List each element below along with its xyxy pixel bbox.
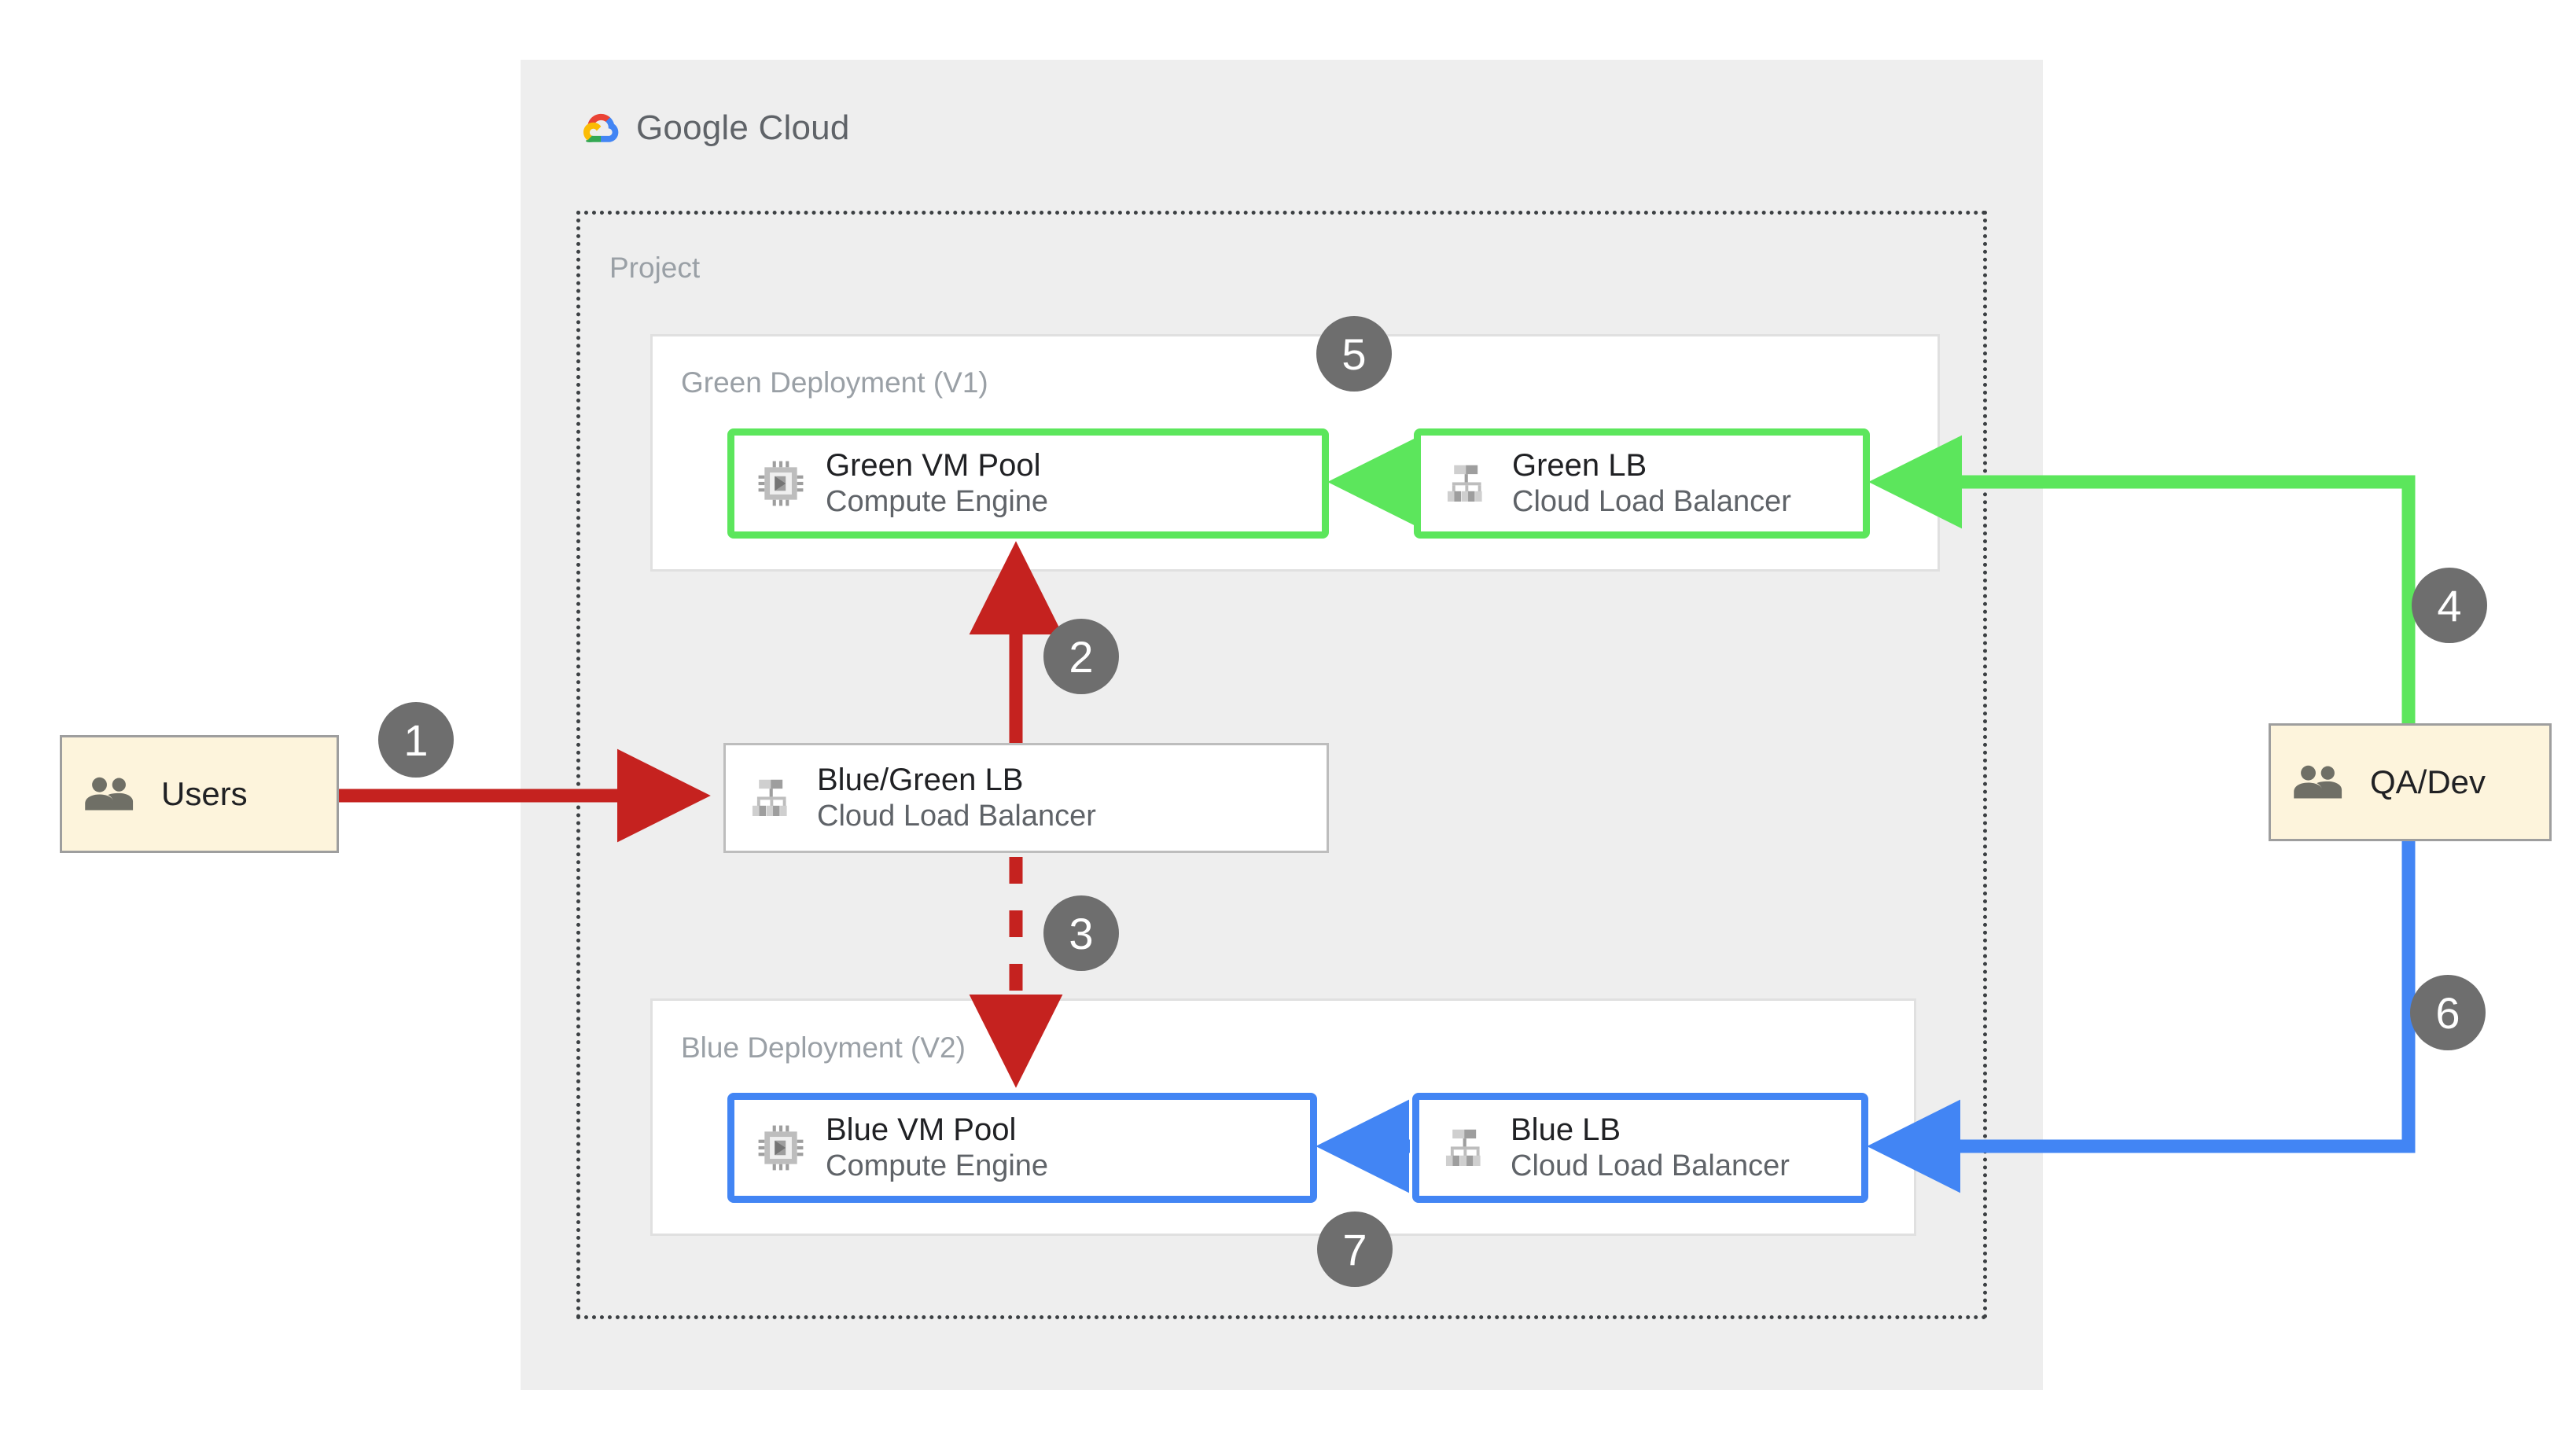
card-title: Green VM Pool [826, 447, 1041, 483]
green-deployment-label: Green Deployment (V1) [681, 366, 988, 399]
step-badge-5: 5 [1316, 316, 1392, 392]
actor-users[interactable]: Users [60, 735, 339, 853]
google-cloud-wordmark: Google Cloud [636, 108, 850, 148]
google-cloud-logo: Google Cloud [578, 108, 850, 148]
actor-label: Users [161, 775, 248, 812]
cpu-icon [758, 461, 804, 506]
card-subtitle: Cloud Load Balancer [1512, 485, 1791, 519]
step-badge-3: 3 [1043, 895, 1119, 971]
load-balancer-icon [1445, 1129, 1481, 1166]
cpu-icon [758, 1125, 804, 1171]
actor-qa-dev[interactable]: QA/Dev [2269, 723, 2552, 841]
project-boundary [576, 211, 1987, 1319]
card-blue-green-lb[interactable]: Blue/Green LB Cloud Load Balancer [723, 743, 1329, 853]
actor-label: QA/Dev [2370, 763, 2486, 800]
card-blue-lb[interactable]: Blue LB Cloud Load Balancer [1412, 1093, 1868, 1203]
card-subtitle: Compute Engine [826, 1149, 1049, 1183]
step-badge-2: 2 [1043, 619, 1119, 694]
step-badge-1: 1 [378, 702, 454, 778]
card-subtitle: Cloud Load Balancer [1511, 1149, 1790, 1183]
step-badge-6: 6 [2410, 975, 2486, 1050]
load-balancer-icon [752, 779, 787, 816]
card-title: Blue/Green LB [817, 762, 1024, 797]
project-label: Project [609, 252, 701, 284]
card-title: Blue VM Pool [826, 1112, 1017, 1147]
people-icon [85, 777, 134, 811]
step-badge-7: 7 [1317, 1212, 1393, 1287]
blue-deployment-label: Blue Deployment (V2) [681, 1031, 966, 1064]
card-subtitle: Cloud Load Balancer [817, 800, 1096, 833]
step-badge-4: 4 [2412, 568, 2487, 643]
google-cloud-logo-icon [583, 113, 619, 143]
load-balancer-icon [1447, 465, 1482, 502]
card-subtitle: Compute Engine [826, 485, 1049, 519]
card-title: Blue LB [1511, 1112, 1621, 1147]
brand-google: Google [636, 108, 749, 147]
card-title: Green LB [1512, 447, 1647, 483]
people-icon [2294, 765, 2342, 799]
card-blue-vm-pool[interactable]: Blue VM Pool Compute Engine [727, 1093, 1317, 1203]
brand-cloud: Cloud [758, 108, 850, 147]
card-green-vm-pool[interactable]: Green VM Pool Compute Engine [727, 428, 1329, 539]
card-green-lb[interactable]: Green LB Cloud Load Balancer [1414, 428, 1870, 539]
